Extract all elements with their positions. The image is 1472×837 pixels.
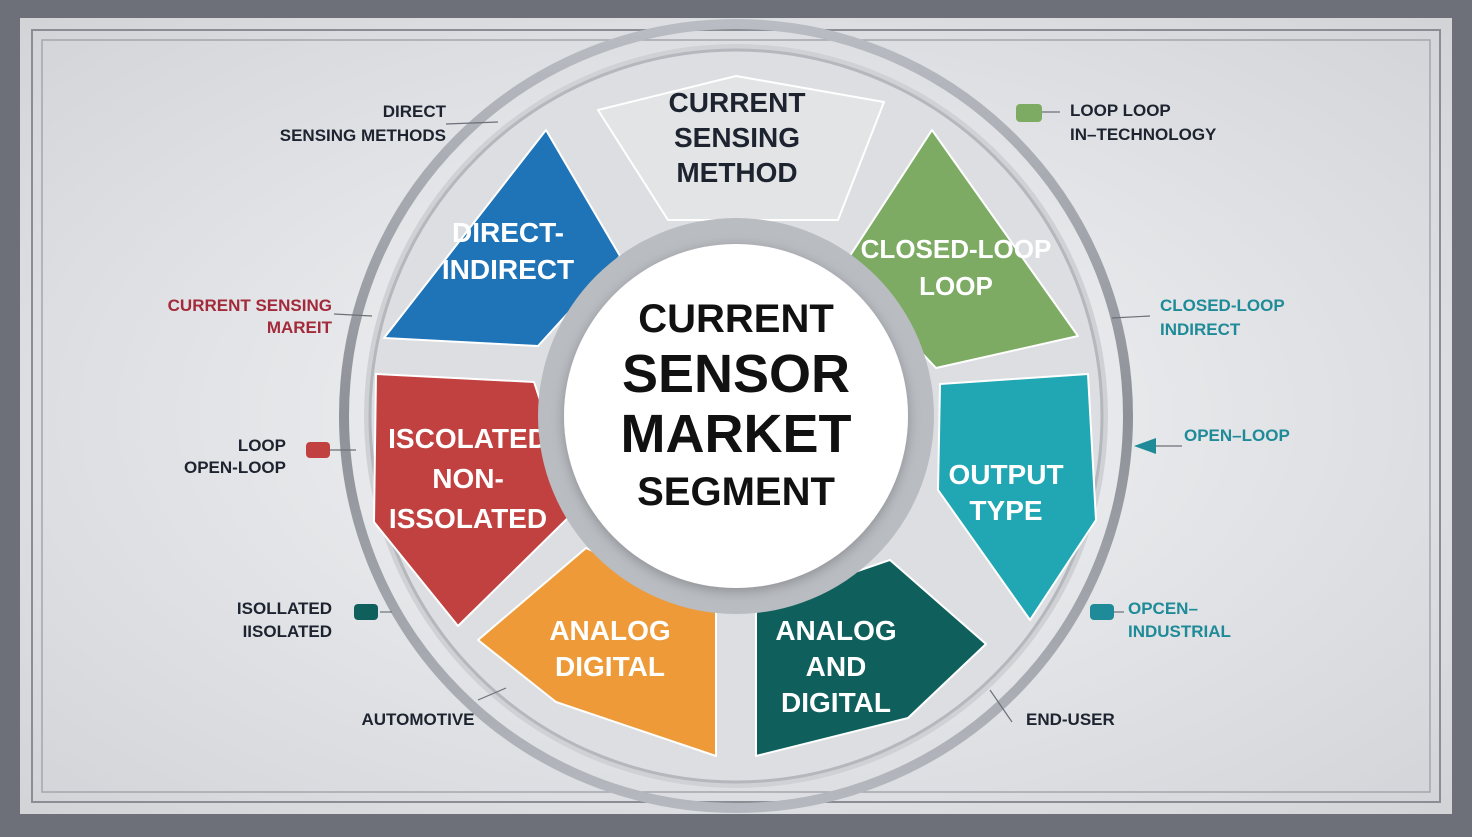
segment-label-analog-digital: ANALOG xyxy=(549,615,670,646)
callout-loop-loop-technology: LOOP LOOP IN–TECHNOLOGY xyxy=(1016,101,1217,144)
segment-label-closed-loop: LOOP xyxy=(919,271,993,301)
segment-label-current-sensing-method: SENSING xyxy=(674,122,800,153)
segment-label-direct-indirect: DIRECT- xyxy=(452,217,564,248)
callout-text: CURRENT SENSING xyxy=(168,296,332,315)
callout-isolated-isolated: ISOLLATED IISOLATED xyxy=(237,599,392,641)
segment-label-analog-digital: DIGITAL xyxy=(555,651,665,682)
callout-leader-line xyxy=(1111,315,1151,319)
callout-arrow-icon xyxy=(1134,438,1156,454)
callout-text: ISOLLATED xyxy=(237,599,332,618)
callout-text: DIRECT xyxy=(383,102,447,121)
callout-text: END-USER xyxy=(1026,710,1115,729)
center-title-line-4: SEGMENT xyxy=(637,470,835,514)
callout-text: INDUSTRIAL xyxy=(1128,622,1231,641)
callout-marker xyxy=(1016,104,1042,122)
callout-text: AUTOMOTIVE xyxy=(361,710,474,729)
callout-marker xyxy=(354,604,378,620)
callout-text: OPEN–LOOP xyxy=(1184,426,1290,445)
inner-border xyxy=(41,39,1431,793)
callout-leader-line xyxy=(333,313,373,317)
callout-end-user: END-USER xyxy=(989,689,1115,729)
outer-ring xyxy=(339,19,1133,813)
callout-direct-sensing-methods: DIRECT SENSING METHODS xyxy=(280,102,499,145)
segment-label-output-type: OUTPUT xyxy=(948,459,1063,490)
segment-label-closed-loop: CLOSED-LOOP xyxy=(861,234,1052,264)
center-title-line-3: MARKET xyxy=(621,404,852,464)
center-circle xyxy=(564,244,908,588)
segment-label-direct-indirect: INDIRECT xyxy=(442,254,574,285)
callout-text: OPEN-LOOP xyxy=(184,458,286,477)
callout-open-industrial: OPCEN– INDUSTRIAL xyxy=(1090,599,1231,641)
segment-current-sensing-method xyxy=(597,75,885,221)
segment-label-analog-and-digital: ANALOG xyxy=(775,615,896,646)
callout-text: OPCEN– xyxy=(1128,599,1198,618)
callout-text: IN–TECHNOLOGY xyxy=(1070,125,1217,144)
segment-label-current-sensing-method: METHOD xyxy=(676,157,797,188)
center-title-line-1: CURRENT xyxy=(638,297,834,341)
callout-text: INDIRECT xyxy=(1160,320,1241,339)
segment-label-isolated: ISCOLATED xyxy=(388,423,548,454)
callout-text: MAREIT xyxy=(267,318,333,337)
callout-closed-loop-indirect: CLOSED-LOOP INDIRECT xyxy=(1111,296,1285,339)
segment-label-current-sensing-method: CURRENT xyxy=(669,87,806,118)
segment-label-isolated: ISSOLATED xyxy=(389,503,547,534)
callout-marker xyxy=(1090,604,1114,620)
callout-loop-open-loop: LOOP OPEN-LOOP xyxy=(184,436,356,477)
callout-marker xyxy=(306,442,330,458)
callout-automotive: AUTOMOTIVE xyxy=(361,687,507,729)
callout-leader-line xyxy=(477,687,507,701)
segment-isolated xyxy=(373,373,577,627)
callout-leader-line xyxy=(445,121,499,125)
callout-text: IISOLATED xyxy=(243,622,332,641)
outer-border xyxy=(31,29,1441,803)
segment-label-isolated: NON- xyxy=(432,463,504,494)
segment-output-type xyxy=(937,373,1097,621)
center-title-line-2: SENSOR xyxy=(622,344,850,404)
segment-label-analog-and-digital: AND xyxy=(806,651,867,682)
callout-text: LOOP LOOP xyxy=(1070,101,1171,120)
callout-text: LOOP xyxy=(238,436,286,455)
segment-analog-and-digital xyxy=(755,559,987,757)
callout-text: CLOSED-LOOP xyxy=(1160,296,1285,315)
callout-open-loop: OPEN–LOOP xyxy=(1134,426,1290,454)
callout-current-sensing-market: CURRENT SENSING MAREIT xyxy=(168,296,373,337)
callout-text: SENSING METHODS xyxy=(280,126,446,145)
segment-label-analog-and-digital: DIGITAL xyxy=(781,687,891,718)
segment-label-output-type: TYPE xyxy=(969,495,1042,526)
callout-leader-line xyxy=(989,689,1013,723)
segment-direct-indirect xyxy=(383,129,621,347)
